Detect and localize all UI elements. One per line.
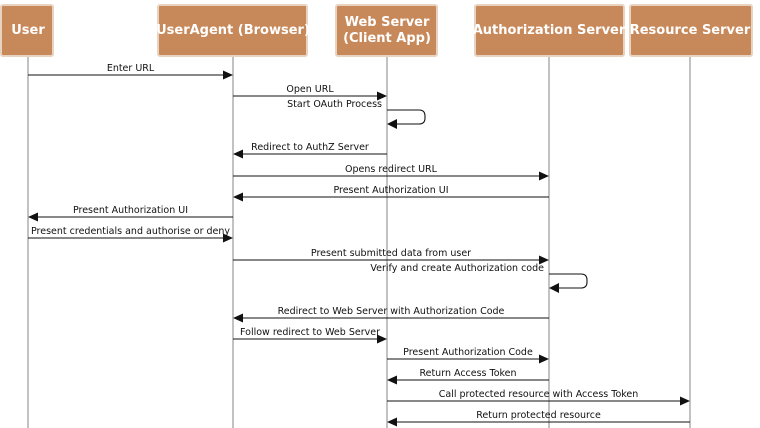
message-10: Verify and create Authorization code — [370, 263, 588, 293]
message-11: Redirect to Web Server with Authorizatio… — [233, 306, 549, 323]
message-label: Present credentials and authorise or den… — [31, 226, 230, 237]
message-9: Present submitted data from user — [233, 248, 549, 265]
arrowhead — [233, 149, 243, 159]
arrowhead — [387, 375, 397, 385]
participant-box — [474, 4, 625, 57]
message-8: Present credentials and authorise or den… — [28, 226, 233, 243]
message-label: Present submitted data from user — [311, 248, 471, 259]
arrowhead — [223, 70, 233, 80]
message-4: Redirect to AuthZ Server — [233, 142, 387, 159]
participant-resserver: Resource Server — [629, 4, 753, 57]
participant-label: Resource Server — [630, 23, 751, 38]
message-label: Start OAuth Process — [287, 99, 382, 110]
arrowhead — [387, 119, 397, 129]
message-7: Present Authorization UI — [28, 205, 233, 222]
participant-label: UserAgent (Browser) — [156, 23, 310, 38]
message-label: Present Authorization UI — [73, 205, 188, 216]
message-14: Return Access Token — [387, 368, 549, 385]
participant-label: User — [11, 23, 45, 38]
message-label: Opens redirect URL — [345, 164, 438, 175]
arrowhead — [233, 313, 243, 323]
arrowhead — [233, 192, 243, 202]
participant-box — [335, 4, 438, 57]
participant-label: Authorization Server — [473, 23, 626, 38]
participant-user: User — [0, 4, 54, 57]
participant-box — [629, 4, 753, 57]
message-label: Follow redirect to Web Server — [240, 327, 380, 338]
message-label: Redirect to AuthZ Server — [251, 142, 369, 153]
arrowhead — [28, 212, 38, 222]
participant-label: (Client App) — [343, 31, 431, 46]
message-label: Open URL — [286, 84, 334, 95]
participant-label: Web Server — [345, 15, 430, 30]
message-label: Verify and create Authorization code — [370, 263, 544, 274]
arrowhead — [377, 91, 387, 101]
arrowhead — [549, 283, 559, 293]
message-label: Return protected resource — [476, 410, 601, 421]
message-12: Follow redirect to Web Server — [233, 327, 387, 344]
arrowhead — [680, 396, 690, 406]
participant-box — [157, 4, 308, 57]
participant-webserver: Web Server(Client App) — [335, 4, 438, 57]
self-message-line — [549, 273, 588, 289]
arrowhead — [539, 171, 549, 181]
participant-useragent: UserAgent (Browser) — [156, 4, 310, 57]
arrowhead — [539, 354, 549, 364]
message-15: Call protected resource with Access Toke… — [387, 389, 690, 406]
message-6: Present Authorization UI — [233, 185, 549, 202]
message-13: Present Authorization Code — [387, 347, 549, 364]
participant-authserver: Authorization Server — [473, 4, 626, 57]
message-label: Present Authorization UI — [333, 185, 448, 196]
arrowhead — [377, 334, 387, 344]
message-label: Call protected resource with Access Toke… — [439, 389, 639, 400]
message-5: Opens redirect URL — [233, 164, 549, 181]
message-3: Start OAuth Process — [287, 99, 426, 129]
message-2: Open URL — [233, 84, 387, 101]
arrowhead — [387, 417, 397, 427]
self-message-line — [387, 109, 426, 125]
arrowhead — [223, 233, 233, 243]
message-16: Return protected resource — [387, 410, 690, 427]
message-1: Enter URL — [28, 63, 233, 80]
message-label: Present Authorization Code — [403, 347, 533, 358]
message-label: Return Access Token — [419, 368, 516, 379]
message-label: Redirect to Web Server with Authorizatio… — [278, 306, 505, 317]
arrowhead — [539, 255, 549, 265]
message-label: Enter URL — [107, 63, 155, 74]
participant-box — [0, 4, 54, 57]
